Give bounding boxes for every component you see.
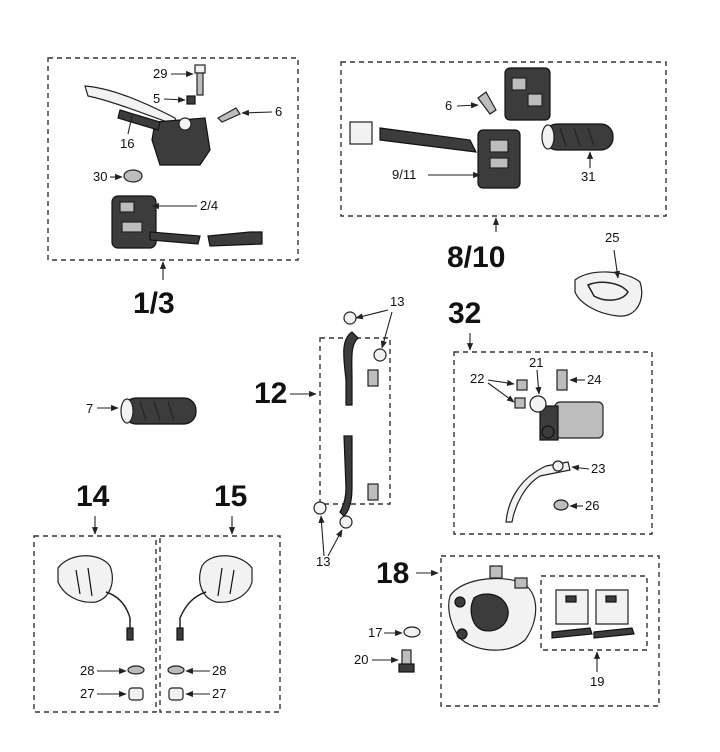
cap-30	[123, 169, 143, 183]
label-30: 30	[93, 169, 107, 184]
brake-pads	[551, 589, 635, 639]
screw-6b	[477, 91, 497, 115]
group-32-box	[453, 351, 653, 535]
group-label-12: 12	[254, 377, 287, 410]
group-18-box	[440, 555, 660, 707]
label-13b: 13	[316, 554, 330, 569]
group-8-10-box	[340, 61, 667, 217]
label-22: 22	[470, 371, 484, 386]
label-20: 20	[354, 652, 368, 667]
label-17: 17	[368, 625, 382, 640]
group-label-15: 15	[214, 480, 247, 513]
label-7: 7	[86, 401, 93, 416]
label-13a: 13	[390, 294, 404, 309]
throttle-grip	[541, 123, 614, 151]
label-24: 24	[587, 372, 601, 387]
switch-right	[349, 121, 521, 189]
label-27b: 27	[212, 686, 226, 701]
label-26: 26	[585, 498, 599, 513]
group-15-box	[159, 535, 281, 713]
label-9-11: 9/11	[392, 167, 416, 182]
switch-upper-right	[504, 67, 551, 121]
label-25: 25	[605, 230, 619, 245]
label-19: 19	[590, 674, 604, 689]
label-28a: 28	[80, 663, 94, 678]
label-27a: 27	[80, 686, 94, 701]
group-label-14: 14	[76, 480, 110, 513]
label-16: 16	[120, 136, 134, 151]
label-29: 29	[153, 66, 167, 81]
group-label-1-3: 1/3	[133, 287, 175, 320]
nut-5	[186, 95, 196, 105]
group-12-box	[319, 337, 391, 505]
label-23: 23	[591, 461, 605, 476]
label-6a: 6	[275, 104, 282, 119]
label-21: 21	[529, 355, 543, 370]
label-2-4: 2/4	[200, 198, 218, 213]
label-5: 5	[153, 91, 160, 106]
hand-grip-7	[120, 397, 197, 425]
brake-caliper	[448, 565, 537, 651]
label-28b: 28	[212, 663, 226, 678]
label-6b: 6	[445, 98, 452, 113]
group-1-3-box	[47, 57, 299, 261]
bolt-29	[194, 64, 206, 96]
brake-lever-left	[84, 85, 211, 166]
switch-left	[111, 195, 263, 249]
group-label-8-10: 8/10	[447, 241, 505, 274]
part-25-cover	[574, 271, 643, 317]
mirror-left	[57, 555, 145, 701]
group-14-box	[33, 535, 157, 713]
group-label-32: 32	[448, 297, 481, 330]
group-label-18: 18	[376, 557, 409, 590]
screw-6a	[217, 107, 241, 123]
bolt-20	[398, 649, 415, 673]
brake-hose	[313, 311, 387, 529]
mirror-right	[167, 555, 253, 701]
washer-17	[403, 626, 421, 638]
label-31: 31	[581, 169, 595, 184]
master-cylinder	[505, 369, 604, 523]
